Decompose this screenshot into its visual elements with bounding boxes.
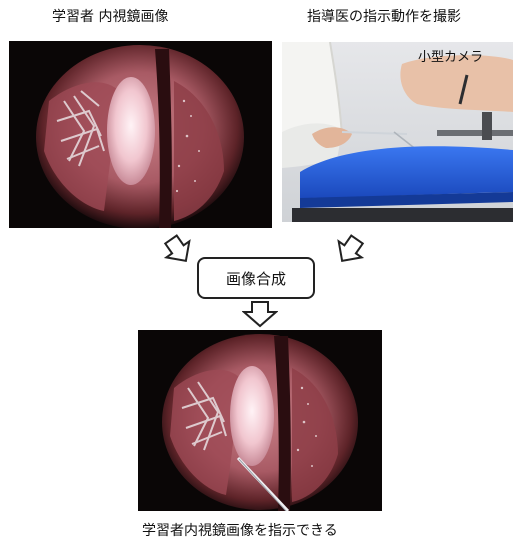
small-camera-label: 小型カメラ <box>418 50 483 66</box>
image-compositing-label: 画像合成 <box>226 268 286 289</box>
instructor-photo: 小型カメラ <box>282 42 513 222</box>
instructor-capture-caption: 指導医の指示動作を撮影 <box>307 8 461 26</box>
result-caption: 学習者内視鏡画像を指示できる <box>142 522 338 540</box>
left-merge-arrow <box>160 232 198 270</box>
learner-endoscope-image <box>9 41 272 228</box>
learner-endoscope-caption: 学習者 内視鏡画像 <box>52 8 168 26</box>
down-arrow <box>242 300 278 328</box>
composited-endoscope-image <box>138 330 382 511</box>
image-compositing-box: 画像合成 <box>197 257 315 299</box>
right-merge-arrow <box>330 232 368 270</box>
